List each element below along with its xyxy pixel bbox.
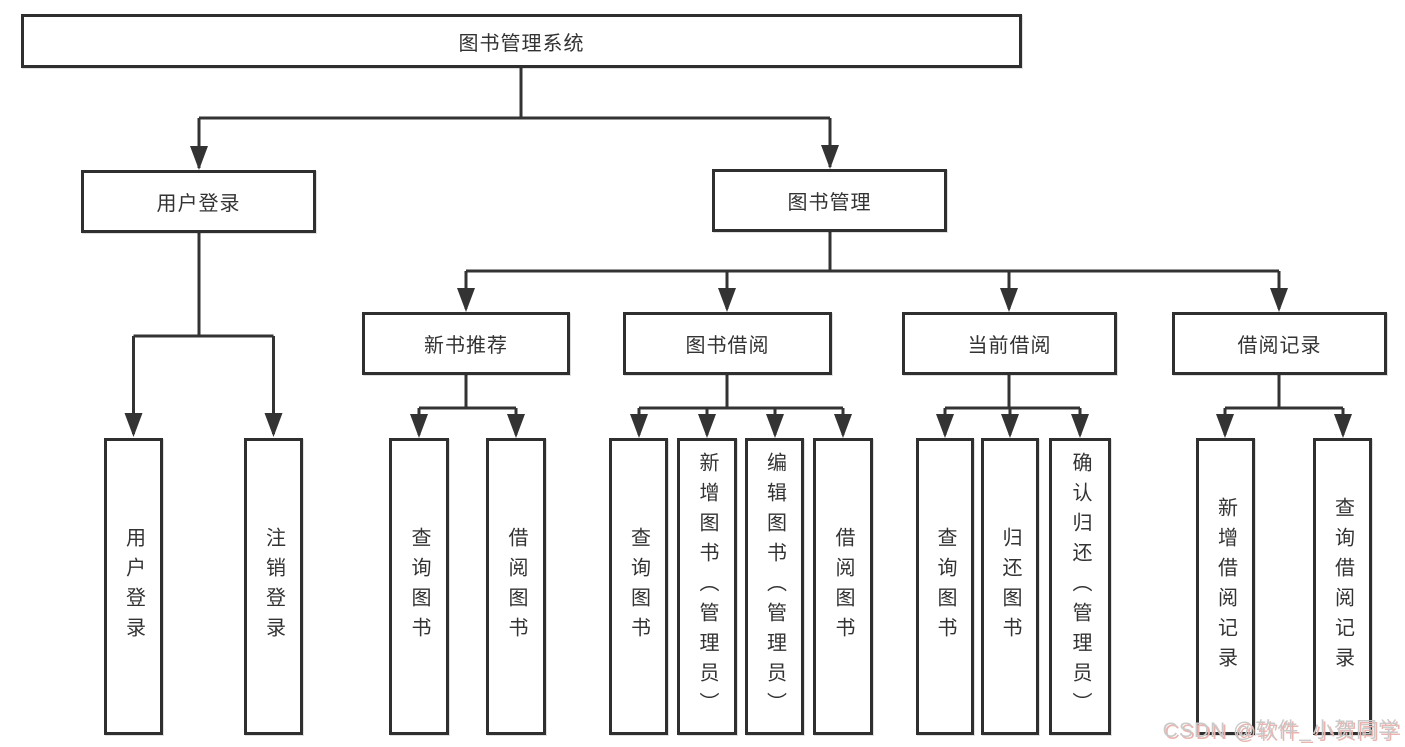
node-label: 查询图书 xyxy=(627,526,650,647)
leaf-return-books: 归还图书 xyxy=(981,438,1039,735)
node-label: 新增图书（管理员） xyxy=(696,451,718,722)
node-label: 当前借阅 xyxy=(967,335,1052,357)
connector-book-management-to-level3 xyxy=(457,232,1288,312)
node-label: 图书借阅 xyxy=(685,335,770,357)
node-label: 查询借阅记录 xyxy=(1331,496,1354,677)
node-label: 图书管理系统 xyxy=(458,32,585,55)
node-label: 注销登录 xyxy=(262,526,285,647)
leaf-logout: 注销登录 xyxy=(244,438,303,735)
node-label: 查询图书 xyxy=(934,526,956,647)
node-label: 用户登录 xyxy=(122,526,145,647)
node-label: 新增借阅记录 xyxy=(1214,496,1237,677)
node-book-borrow: 图书借阅 xyxy=(623,312,832,375)
leaf-confirm-return-admin: 确认归还（管理员） xyxy=(1049,438,1111,735)
leaf-query-books-borrow: 查询图书 xyxy=(609,438,668,735)
connector-root-to-level2 xyxy=(190,68,839,170)
connector-new-book-group xyxy=(410,375,525,438)
leaf-borrow-books-recommend: 借阅图书 xyxy=(486,438,546,735)
leaf-borrow-books: 借阅图书 xyxy=(813,438,873,735)
leaf-query-books-recommend: 查询图书 xyxy=(389,438,449,735)
leaf-add-book-admin: 新增图书（管理员） xyxy=(677,438,737,735)
node-new-book-recommend: 新书推荐 xyxy=(362,312,570,375)
connector-book-borrow-group xyxy=(630,375,852,438)
node-label: 确认归还（管理员） xyxy=(1069,451,1091,722)
node-label: 用户登录 xyxy=(156,193,241,215)
node-book-management: 图书管理 xyxy=(712,169,947,232)
connector-user-login-group xyxy=(124,233,283,437)
leaf-user-login: 用户登录 xyxy=(104,438,163,735)
node-label: 借阅图书 xyxy=(505,526,527,647)
node-label: 借阅图书 xyxy=(832,526,854,647)
node-user-login: 用户登录 xyxy=(81,170,316,233)
node-label: 借阅记录 xyxy=(1237,335,1322,357)
node-current-borrow: 当前借阅 xyxy=(902,312,1117,375)
csdn-watermark: CSDN @软件_小贺同学 xyxy=(1162,719,1400,742)
node-label: 编辑图书（管理员） xyxy=(763,451,786,722)
node-label: 归还图书 xyxy=(999,526,1021,647)
leaf-edit-book-admin: 编辑图书（管理员） xyxy=(745,438,804,735)
connector-borrow-records-group xyxy=(1216,375,1352,438)
leaf-query-books-current: 查询图书 xyxy=(916,438,974,735)
node-label: 图书管理 xyxy=(787,192,872,214)
node-borrow-records: 借阅记录 xyxy=(1172,312,1387,375)
node-label: 查询图书 xyxy=(408,526,430,647)
connector-current-borrow-group xyxy=(936,375,1089,438)
node-label: 新书推荐 xyxy=(424,335,508,357)
leaf-add-borrow-record: 新增借阅记录 xyxy=(1196,438,1255,735)
node-root: 图书管理系统 xyxy=(21,14,1022,68)
leaf-query-borrow-record: 查询借阅记录 xyxy=(1313,438,1372,735)
